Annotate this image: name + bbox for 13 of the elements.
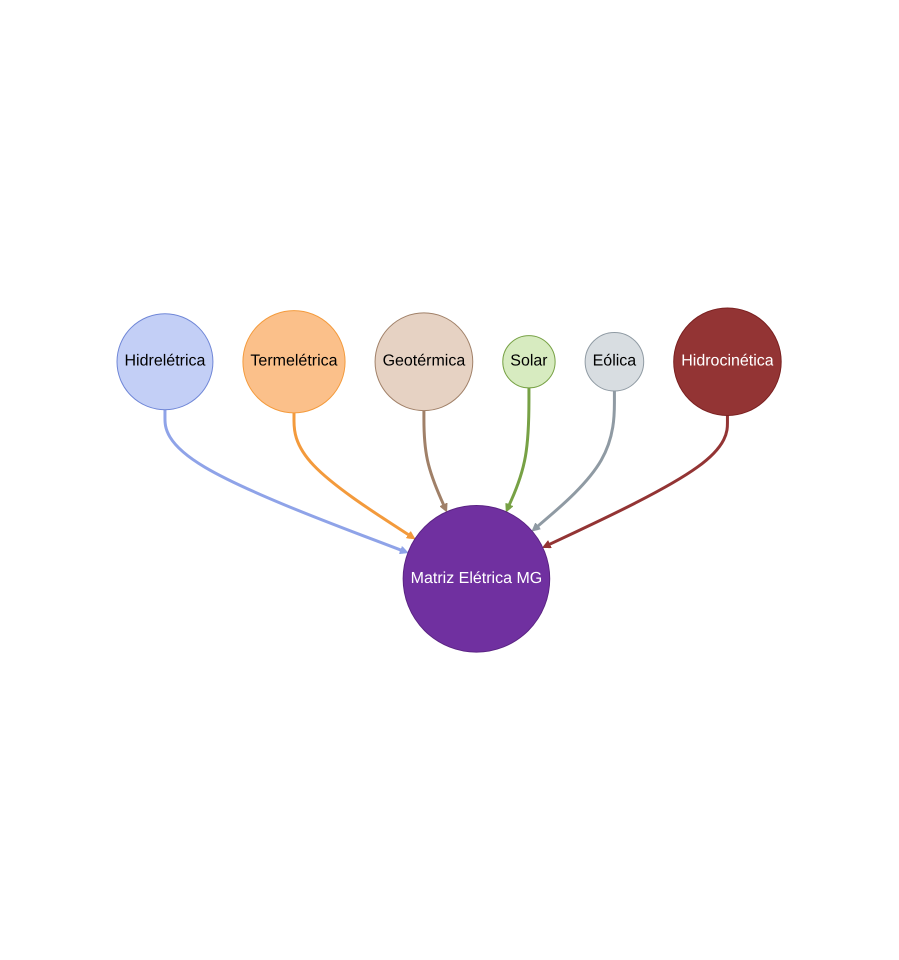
arrow: [164, 410, 409, 554]
arrow: [422, 410, 448, 512]
node-circle: Hidrocinética: [674, 307, 782, 416]
node-circle: Solar: [502, 335, 556, 388]
node-circle: Matriz Elétrica MG: [403, 504, 551, 653]
node-circle: Hidrelétrica: [116, 313, 214, 410]
node-circle: Eólica: [585, 332, 645, 392]
node-circle: Geotérmica: [374, 312, 474, 412]
arrow: [542, 415, 730, 548]
arrow: [506, 388, 531, 512]
arrow: [532, 391, 616, 532]
arrow: [292, 412, 416, 540]
node-circle: Termelétrica: [242, 310, 346, 414]
